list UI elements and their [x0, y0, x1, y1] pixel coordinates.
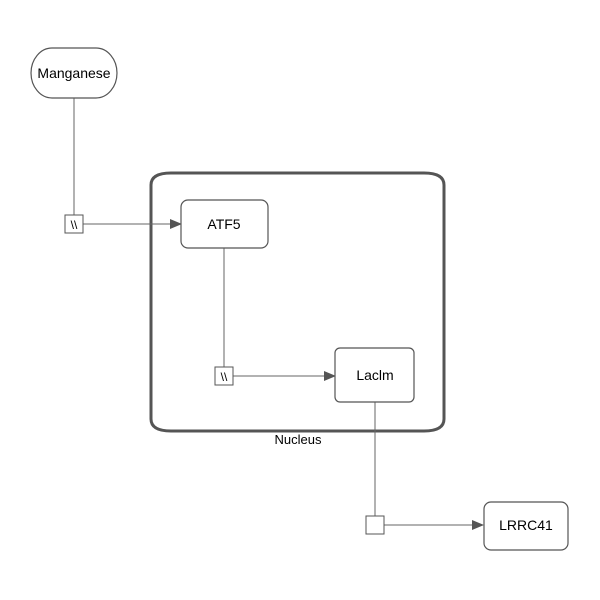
node-lrrc41[interactable]: LRRC41 [483, 501, 569, 551]
process-glyph-2-symbol: \\ [221, 370, 228, 384]
node-lrrc41-shape [483, 501, 569, 551]
process-glyph-1[interactable]: \\ [64, 214, 84, 234]
node-laclm[interactable]: Laclm [334, 347, 415, 403]
process-glyph-3[interactable] [365, 515, 385, 535]
node-manganese-shape [30, 47, 118, 99]
node-manganese[interactable]: Manganese [30, 47, 118, 99]
node-lrrc41-label: LRRC41 [499, 517, 553, 533]
node-laclm-label: Laclm [356, 367, 393, 383]
node-atf5[interactable]: ATF5 [180, 199, 269, 249]
node-atf5-label: ATF5 [207, 216, 240, 232]
node-laclm-shape [334, 347, 415, 403]
process-glyph-2[interactable]: \\ [214, 366, 234, 386]
edges [73, 98, 484, 530]
process-glyph-1-box [64, 214, 84, 234]
process-glyph-2-box [214, 366, 234, 386]
node-manganese-label: Manganese [37, 65, 110, 81]
process-glyph-1-symbol: \\ [71, 218, 78, 232]
node-atf5-shape [180, 199, 269, 249]
nucleus-label: Nucleus [275, 432, 322, 447]
nucleus-compartment-shape [149, 171, 446, 433]
nucleus-compartment: Nucleus [149, 171, 446, 447]
process-glyph-3-box [365, 515, 385, 535]
